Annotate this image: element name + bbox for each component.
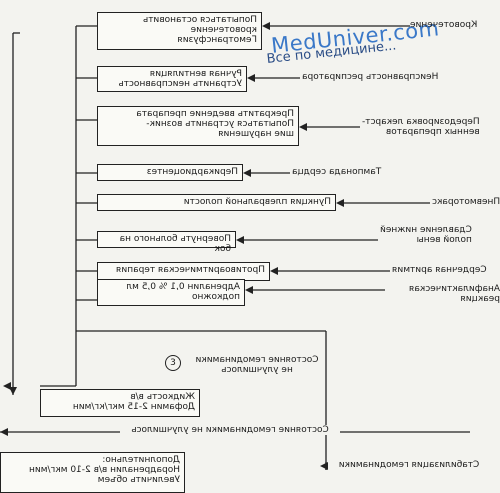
cause-tamponade: Тампонада сердца bbox=[292, 167, 382, 177]
action-adrenaline: Адреналин 0,1 % 0,5 мл подкожно bbox=[97, 279, 245, 306]
step-3-label: Состояние гемодинамики не улучшилось bbox=[195, 355, 319, 375]
cause-arrhythmia: Сердечная аритмия bbox=[392, 265, 487, 275]
action-pericardiocentesis: Перикардиоцентез bbox=[97, 164, 243, 181]
hemodynamics-stabilized: Стабилизация гемодинамики bbox=[338, 460, 480, 470]
cause-anaphylaxis: Анафилактическая реакция bbox=[408, 284, 500, 304]
fluids-dopamine-box: Жидкость в/в Дофамин 2-15 мкг/кг/мин bbox=[40, 389, 200, 417]
action-ventilation: Ручная вентиляция Устранить неисправност… bbox=[97, 66, 247, 92]
cause-respirator: Неисправность респиратора bbox=[302, 72, 439, 82]
cause-ivc-compression: Сдавление нижней полой вены bbox=[380, 225, 472, 245]
action-pleural-puncture: Пункция плевральной полости bbox=[97, 194, 336, 211]
additional-therapy-box: Дополнительно: Норадреналин в/в 2-10 мкг… bbox=[0, 452, 185, 493]
action-turn-patient: Повернуть больного на бок bbox=[97, 231, 236, 254]
step-3-marker: 3 bbox=[165, 355, 181, 371]
cause-pneumothorax: Пневмоторакс bbox=[432, 197, 500, 207]
cause-overdose: Передозировка лекарст- венных препаратов bbox=[362, 117, 480, 137]
hemodynamics-not-improved: Состояние гемодинамики не улучшилось bbox=[120, 425, 340, 435]
action-bleeding: Попытаться остановить кровотечение Гемот… bbox=[97, 12, 262, 50]
cause-bleeding: Кровотечение bbox=[410, 20, 478, 30]
action-overdose: Прекратить введение препарата Попытаться… bbox=[97, 106, 299, 146]
